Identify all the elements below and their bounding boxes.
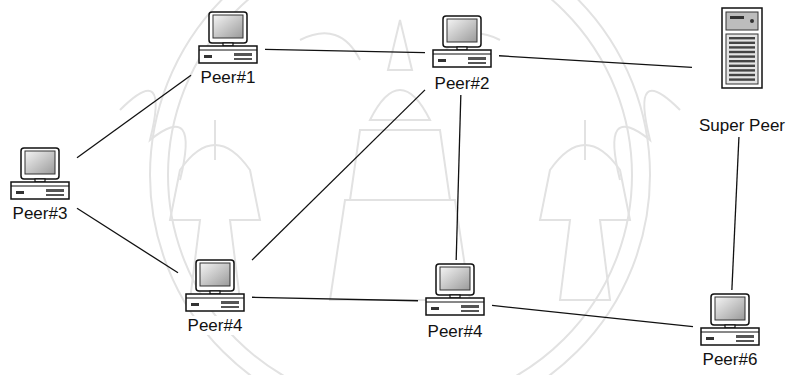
computer-icon <box>698 292 762 348</box>
computer-node: Peer#6 <box>695 292 765 369</box>
server-icon <box>714 6 770 90</box>
computer-node: Peer#2 <box>427 14 497 93</box>
network-link <box>77 75 191 157</box>
network-link <box>252 90 425 260</box>
network-link <box>499 56 692 68</box>
node-label: Super Peer <box>697 116 787 135</box>
node-label: Peer#4 <box>426 322 485 341</box>
network-link <box>265 49 425 52</box>
node-label: Peer#6 <box>701 350 760 369</box>
computer-node: Peer#4 <box>180 258 250 335</box>
computer-icon <box>430 14 494 70</box>
computer-icon <box>8 146 72 202</box>
node-label: Peer#2 <box>433 74 492 93</box>
network-link <box>252 297 418 300</box>
computer-icon <box>423 262 487 318</box>
network-link <box>77 208 178 273</box>
node-label: Peer#3 <box>11 204 70 223</box>
node-label: Peer#1 <box>199 68 258 87</box>
computer-icon <box>183 258 247 314</box>
network-link <box>456 95 461 260</box>
computer-node: Peer#1 <box>193 10 263 87</box>
server-node: Super Peer <box>694 6 790 135</box>
computer-node: Peer#3 <box>5 146 75 223</box>
computer-node: Peer#4 <box>420 262 490 341</box>
node-label: Peer#4 <box>186 316 245 335</box>
computer-icon <box>196 10 260 66</box>
network-link <box>492 305 693 326</box>
network-link <box>732 137 739 290</box>
